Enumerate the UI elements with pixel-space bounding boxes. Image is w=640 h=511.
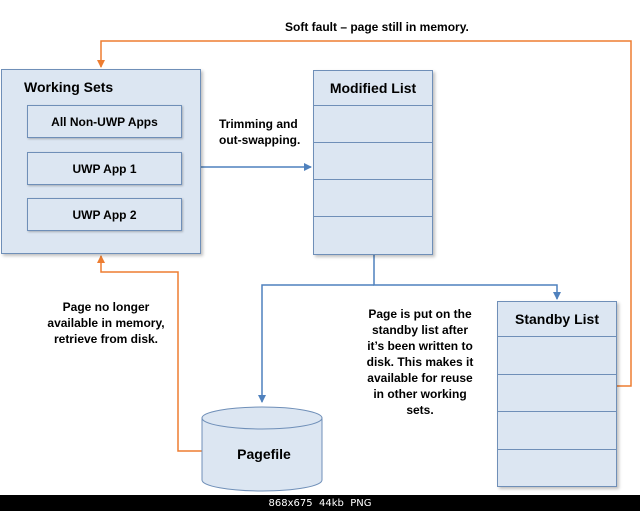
trimming-label-line: out-swapping. — [219, 133, 301, 147]
modified-list-slot — [314, 217, 432, 254]
standby-note-label: Page is put on the standby list after it… — [352, 306, 488, 418]
pagefile-cylinder — [201, 406, 323, 492]
modified-list-slot — [314, 143, 432, 180]
trimming-label-line: Trimming and — [219, 117, 298, 131]
app-uwp-2: UWP App 2 — [27, 198, 182, 231]
standby-list-slot — [498, 450, 616, 488]
image-info-bar: 868x675 44kb PNG — [0, 495, 640, 511]
retrieve-label-line: Page no longer — [62, 300, 150, 314]
modified-list-slot — [314, 180, 432, 217]
standby-list-slot — [498, 375, 616, 412]
standby-note-line: Page is put on the — [368, 307, 472, 321]
modified-to-standby-arrow — [373, 255, 561, 300]
trimming-label: Trimming and out-swapping. — [219, 116, 300, 148]
modified-list-box: Modified List — [313, 70, 433, 255]
app-uwp-1: UWP App 1 — [27, 152, 182, 185]
pagefile-label: Pagefile — [237, 446, 291, 462]
standby-list-title: Standby List — [498, 302, 616, 337]
diagram-canvas: Working Sets All Non-UWP Apps UWP App 1 … — [1, 20, 632, 492]
standby-list-slot — [498, 412, 616, 450]
standby-note-line: disk. This makes it — [366, 355, 474, 369]
soft-fault-label: Soft fault – page still in memory. — [285, 20, 469, 34]
app-all-non-uwp: All Non-UWP Apps — [27, 105, 182, 138]
standby-note-line: in other working — [373, 387, 467, 401]
standby-list-slot — [498, 337, 616, 375]
connector-lines — [97, 40, 632, 492]
standby-note-line: sets. — [406, 403, 434, 417]
image-info-text: 868x675 44kb PNG — [268, 497, 372, 509]
standby-note-line: available for reuse — [367, 371, 473, 385]
modified-list-title: Modified List — [314, 71, 432, 106]
retrieve-label-line: retrieve from disk. — [53, 332, 159, 346]
standby-note-line: standby list after — [371, 323, 469, 337]
soft-fault-arrow — [97, 40, 632, 387]
retrieve-label-line: available in memory, — [47, 316, 165, 330]
modified-list-slot — [314, 106, 432, 143]
working-sets-box: Working Sets All Non-UWP Apps UWP App 1 … — [1, 69, 201, 254]
retrieve-from-disk-arrow — [97, 255, 202, 452]
retrieve-from-disk-label: Page no longer available in memory, retr… — [36, 299, 176, 347]
working-sets-title: Working Sets — [24, 79, 114, 95]
modified-to-pagefile-arrow — [258, 284, 374, 403]
standby-note-line: it’s been written to — [367, 339, 473, 353]
standby-list-box: Standby List — [497, 301, 617, 487]
